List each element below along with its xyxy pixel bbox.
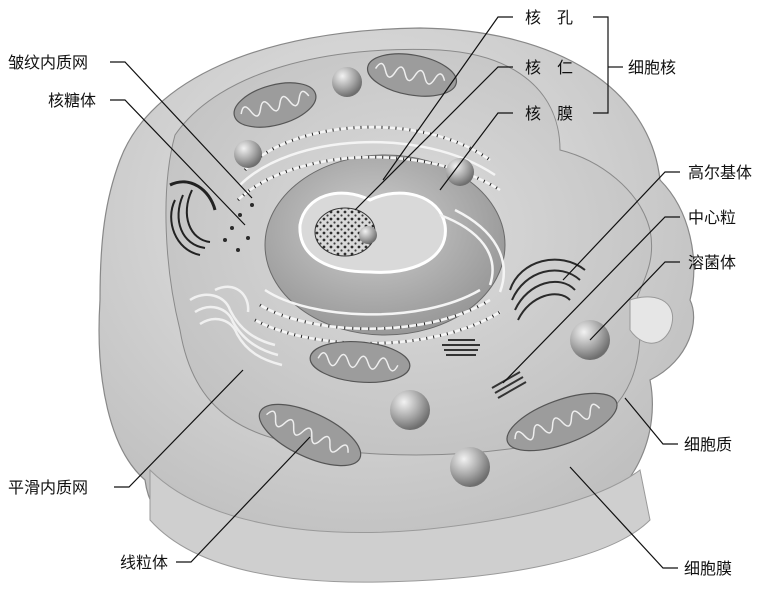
label-mitochondrion: 线粒体 — [120, 553, 168, 572]
label-nuclear-pore: 核 孔 — [525, 8, 573, 27]
label-golgi: 高尔基体 — [688, 163, 752, 182]
label-centriole: 中心粒 — [688, 208, 736, 227]
label-cell-membrane: 细胞膜 — [684, 559, 732, 578]
label-cytoplasm: 细胞质 — [684, 435, 732, 454]
label-nuclear-envelope: 核 膜 — [525, 104, 573, 123]
label-rough-er: 皱纹内质网 — [8, 53, 88, 72]
label-ribosome: 核糖体 — [48, 91, 96, 110]
label-smooth-er: 平滑内质网 — [8, 478, 88, 497]
label-lysosome: 溶菌体 — [688, 253, 736, 272]
label-nucleus: 细胞核 — [628, 58, 676, 77]
label-nucleolus: 核 仁 — [525, 58, 573, 77]
